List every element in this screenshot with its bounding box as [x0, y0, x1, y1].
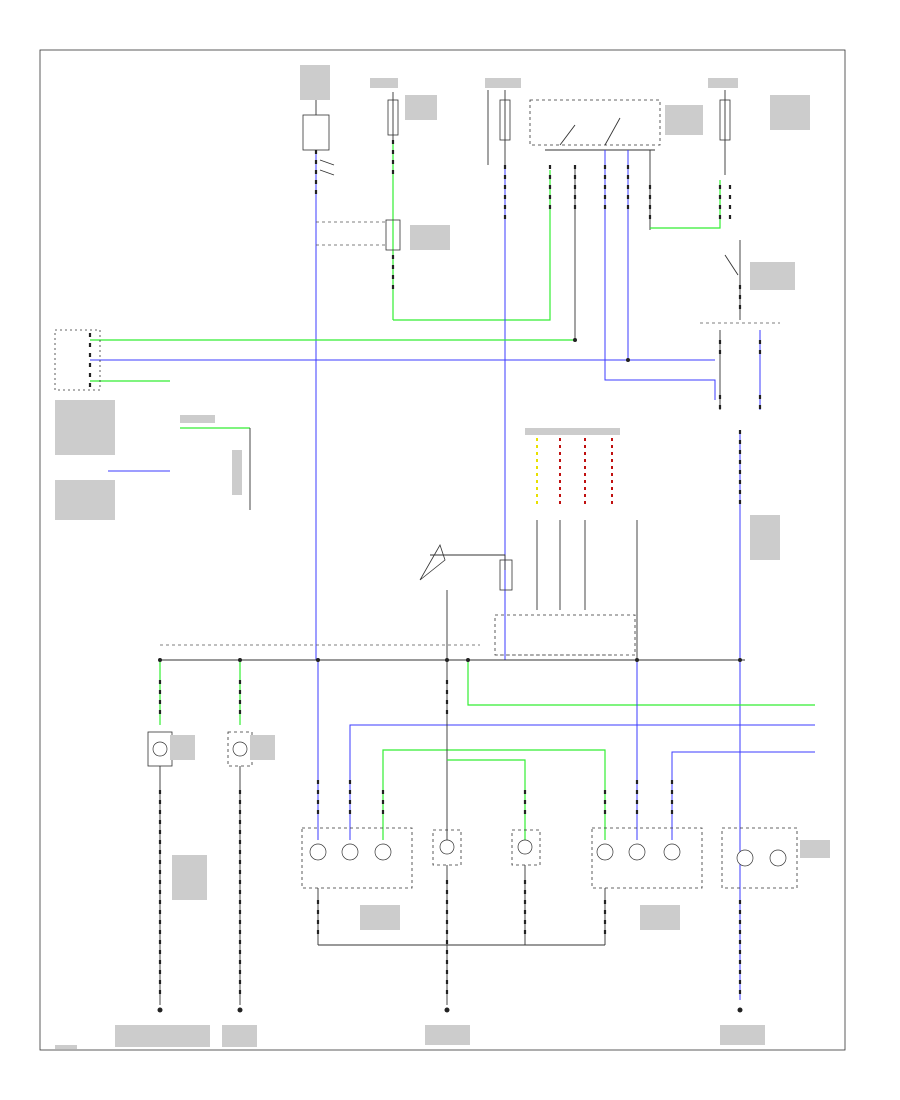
- side-lamp-left: [147, 731, 173, 1013]
- side-lamp-right: [227, 731, 253, 1013]
- left-harness: [54, 329, 628, 510]
- right-fuse-switch: [648, 90, 780, 412]
- backup-lamp: [721, 827, 798, 1013]
- top-left-switch: [302, 70, 335, 660]
- output-green: [158, 660, 815, 725]
- output-blue: [316, 660, 815, 840]
- label-marks: [55, 65, 830, 1049]
- junction-dots: [158, 338, 742, 662]
- mid-connectors: [419, 438, 638, 670]
- left-rear-lamp: [301, 827, 605, 946]
- right-rear-lamp: [591, 827, 703, 945]
- fuse-relay-block: [487, 90, 716, 660]
- diagram-border: [39, 49, 846, 1051]
- relay-green: [316, 92, 551, 321]
- license-lamps: [432, 829, 541, 1013]
